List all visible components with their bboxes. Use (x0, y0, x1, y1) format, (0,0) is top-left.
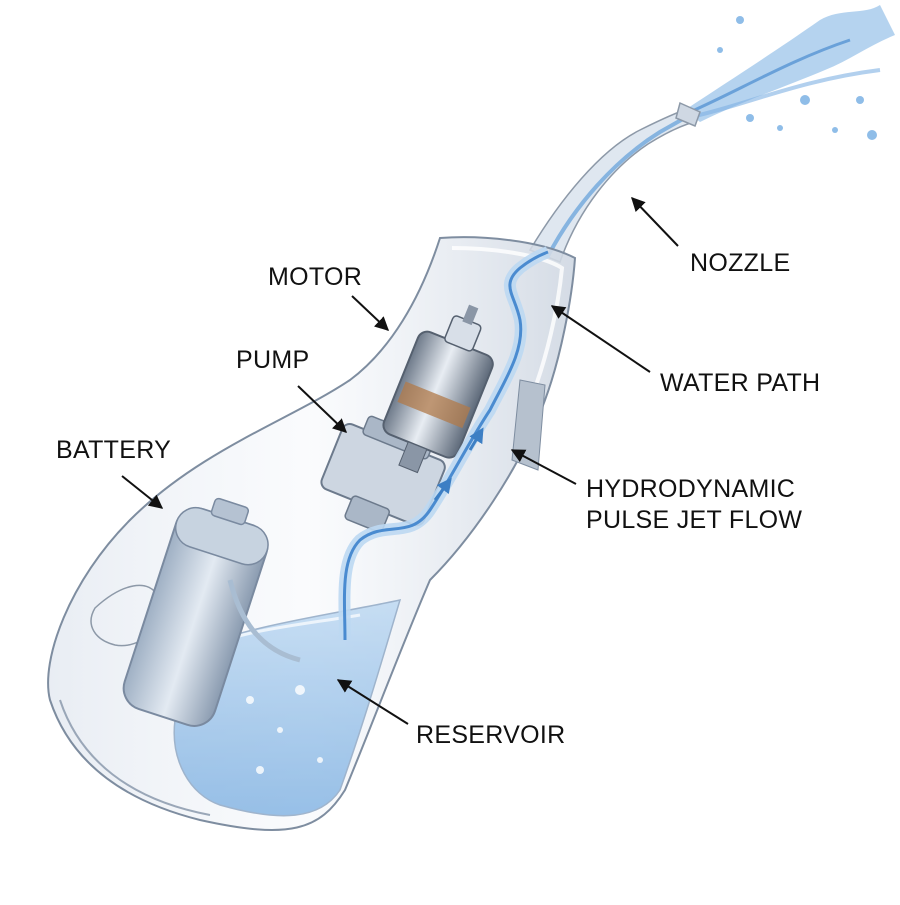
arrow-nozzle (631, 196, 679, 247)
arrow-hydrodynamic (510, 449, 577, 485)
label-water-path: WATER PATH (660, 369, 821, 397)
arrow-pump (297, 385, 348, 433)
callout-arrows (121, 196, 679, 725)
arrow-motor (351, 295, 390, 331)
label-battery: BATTERY (56, 436, 172, 464)
nozzle-tube (528, 101, 701, 263)
arrow-water-path (550, 305, 651, 373)
arrow-battery (121, 475, 164, 509)
pump-housing (320, 415, 446, 533)
label-motor: MOTOR (268, 263, 363, 291)
label-hydrodynamic-line1: HYDRODYNAMIC (586, 475, 796, 503)
arrow-reservoir (336, 679, 409, 725)
motor-unit (382, 304, 494, 474)
water-path-tube (227, 246, 551, 663)
battery-cell (122, 497, 269, 727)
water-spray (685, 5, 895, 140)
label-nozzle: NOZZLE (690, 249, 791, 277)
label-pump: PUMP (236, 346, 310, 374)
label-reservoir: RESERVOIR (416, 721, 566, 749)
label-hydrodynamic: HYDRODYNAMIC PULSE JET FLOW (586, 474, 802, 536)
label-hydrodynamic-line2: PULSE JET FLOW (586, 506, 803, 534)
